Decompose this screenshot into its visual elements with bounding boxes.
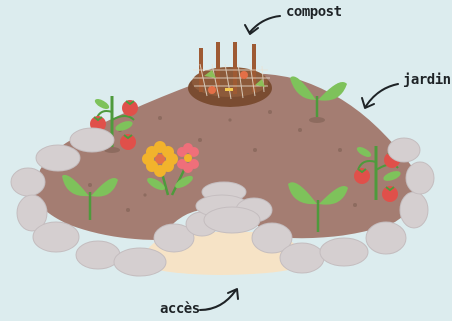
stone-icon xyxy=(366,222,406,254)
stone-icon xyxy=(400,192,428,228)
compost-bin-icon xyxy=(188,42,272,107)
stone-icon xyxy=(406,162,434,194)
stone-icon xyxy=(388,138,420,162)
compost-label: compost xyxy=(286,4,342,20)
stone-icon xyxy=(70,128,114,152)
arrow-icon xyxy=(200,289,238,310)
arrow-icon xyxy=(245,16,280,34)
stone-icon xyxy=(36,145,80,171)
stone-icon xyxy=(11,168,45,196)
stone-icon xyxy=(114,248,166,276)
stone-icon xyxy=(204,207,260,233)
arrow-icon xyxy=(362,84,398,108)
stone-icon xyxy=(320,238,368,266)
garden-label: jardin xyxy=(403,72,451,88)
stone-icon xyxy=(280,243,324,273)
access-label: accès xyxy=(160,301,200,317)
stone-icon xyxy=(33,222,79,252)
stone-icon xyxy=(76,241,120,269)
